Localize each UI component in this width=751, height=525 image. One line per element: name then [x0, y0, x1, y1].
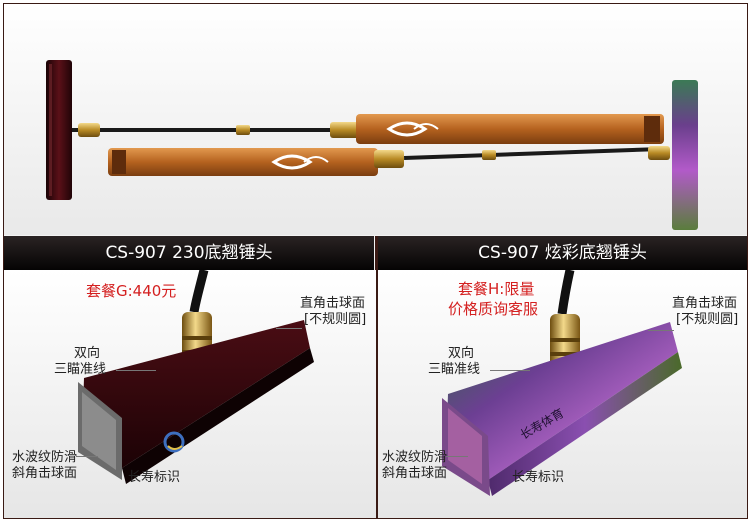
label-sight-1: 双向	[74, 346, 101, 361]
product-image-frame: CS-907 230底翘锤头 CS-907 炫彩底翘锤头	[3, 3, 748, 519]
label-face-1-right: 直角击球面	[672, 296, 738, 311]
panel-left-detail: 套餐G:440元 直角击球面 [不规则圆] 双向 三瞄准线 水波纹防滑 斜角击球…	[4, 270, 376, 518]
mallet-head-iridescent	[672, 80, 698, 230]
panel-right-detail: 套餐H:限量 价格质询客服 直角击球面 [不规则圆] 双向 三瞄准线 长寿体育 …	[378, 270, 747, 518]
label-face-2: [不规则圆]	[304, 312, 367, 327]
label-sight-2-right: 三瞄准线	[428, 362, 481, 377]
price-g: 套餐G:440元	[86, 282, 177, 300]
label-bevel-1: 水波纹防滑	[12, 450, 78, 465]
price-h-1: 套餐H:限量	[458, 280, 535, 298]
label-bevel-2-right: 斜角击球面	[382, 466, 448, 481]
leader-face-right	[648, 330, 674, 331]
label-bevel-1-right: 水波纹防滑	[382, 450, 448, 465]
label-face-2-right: [不规则圆]	[676, 312, 739, 327]
mallet-grip-upper	[356, 114, 664, 144]
leader-bevel-right	[446, 456, 468, 457]
price-h-2: 价格质询客服	[448, 300, 539, 318]
iridescent-head-closeup	[442, 270, 682, 496]
leader-bevel	[76, 456, 98, 457]
label-logo: 长寿标识	[128, 470, 181, 485]
leader-sight	[116, 370, 156, 371]
label-sight-1-right: 双向	[448, 346, 475, 361]
mallet-shaft-lower	[404, 146, 662, 160]
panel-divider	[375, 236, 378, 518]
banner-right: CS-907 炫彩底翘锤头	[378, 236, 747, 270]
label-face-1: 直角击球面	[300, 296, 366, 311]
mallet-grip-lower	[108, 148, 378, 176]
label-logo-right: 长寿标识	[512, 470, 565, 485]
label-bevel-2: 斜角击球面	[12, 466, 78, 481]
mallets-illustration	[46, 60, 698, 230]
mallet-head-maroon	[46, 60, 72, 200]
brand-logo-mark	[163, 431, 185, 453]
mallets-overview	[4, 4, 747, 235]
mallet-shaft-upper	[72, 128, 334, 132]
label-sight-2: 三瞄准线	[54, 362, 107, 377]
maroon-head-closeup	[78, 270, 314, 484]
leader-face	[276, 328, 302, 329]
leader-sight-right	[490, 370, 530, 371]
banner-left: CS-907 230底翘锤头	[4, 236, 374, 270]
